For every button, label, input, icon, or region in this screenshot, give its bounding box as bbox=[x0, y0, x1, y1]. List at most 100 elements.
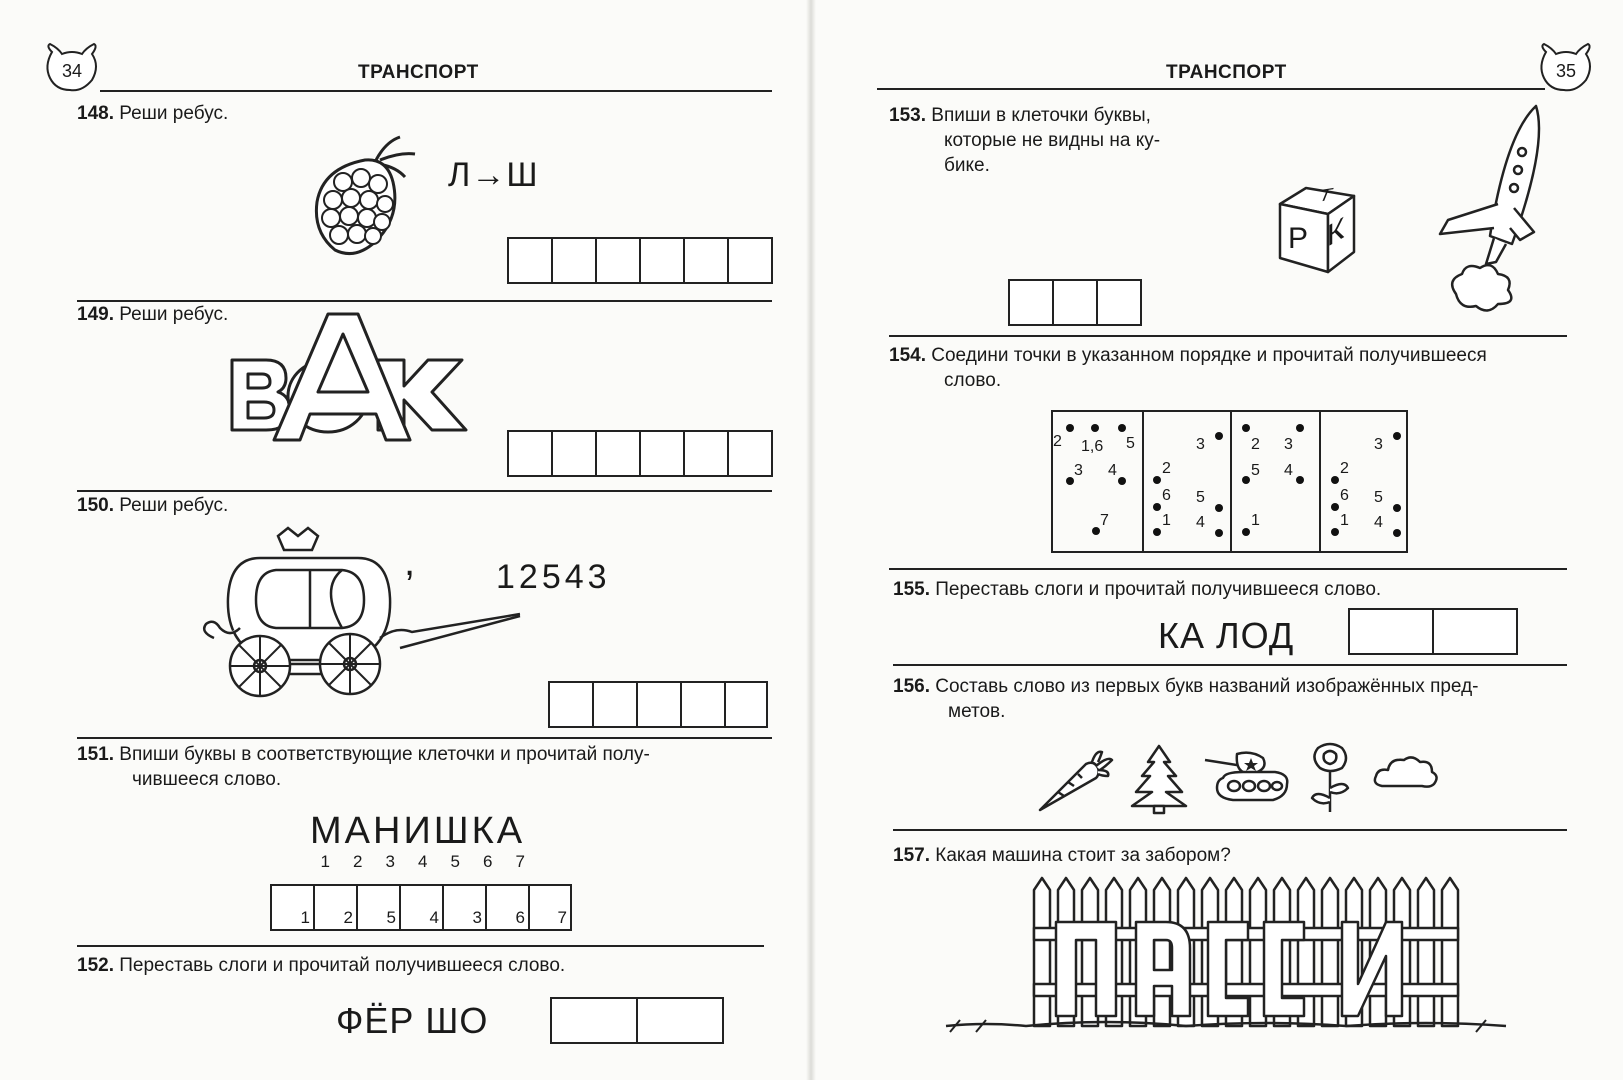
cell-number: 6 bbox=[515, 908, 525, 927]
cell-number: 3 bbox=[472, 908, 482, 927]
answer-cell[interactable] bbox=[641, 432, 685, 475]
fir-tree-icon bbox=[1130, 744, 1188, 815]
answer-cell[interactable] bbox=[552, 999, 638, 1042]
rocket-icon bbox=[1438, 104, 1541, 312]
answer-cells-149[interactable] bbox=[507, 430, 773, 477]
answer-cell[interactable] bbox=[594, 683, 638, 726]
digit-label: 6 bbox=[483, 852, 493, 871]
dot[interactable] bbox=[1331, 503, 1339, 511]
task-151: 151. Впиши буквы в соответствующие клето… bbox=[77, 742, 650, 792]
dot[interactable] bbox=[1153, 503, 1161, 511]
divider-155 bbox=[893, 664, 1567, 666]
answer-cell[interactable] bbox=[550, 683, 594, 726]
dot[interactable] bbox=[1118, 477, 1126, 485]
answer-cell[interactable] bbox=[726, 683, 766, 726]
answer-cell[interactable] bbox=[553, 239, 597, 282]
cell-number: 2 bbox=[343, 908, 353, 927]
answer-cell[interactable]: 5 bbox=[358, 886, 401, 929]
answer-cells-150[interactable] bbox=[548, 681, 768, 728]
answer-cell[interactable] bbox=[597, 239, 641, 282]
task-153-text-line2: которые не видны на ку- bbox=[944, 130, 1161, 151]
dot[interactable] bbox=[1242, 476, 1250, 484]
task-152: 152. Переставь слоги и прочитай получивш… bbox=[77, 953, 565, 978]
answer-cell[interactable] bbox=[509, 432, 553, 475]
dot[interactable] bbox=[1066, 477, 1074, 485]
answer-cell[interactable] bbox=[1010, 281, 1054, 324]
answer-cells-148[interactable] bbox=[507, 237, 773, 284]
dot[interactable] bbox=[1092, 527, 1100, 535]
task-149-text: Реши ребус. bbox=[119, 304, 229, 325]
dot[interactable] bbox=[1393, 504, 1401, 512]
answer-cell[interactable] bbox=[509, 239, 553, 282]
divider-148 bbox=[77, 300, 772, 302]
dot[interactable] bbox=[1393, 432, 1401, 440]
dot[interactable] bbox=[1242, 528, 1250, 536]
dot[interactable] bbox=[1215, 504, 1223, 512]
dot[interactable] bbox=[1215, 529, 1223, 537]
task-150-number: 150. bbox=[77, 495, 114, 516]
dot[interactable] bbox=[1153, 476, 1161, 484]
dot-label: 5 bbox=[1374, 489, 1383, 506]
answer-cell[interactable] bbox=[638, 999, 722, 1042]
answer-cell[interactable] bbox=[641, 239, 685, 282]
digit-label: 7 bbox=[515, 852, 525, 871]
answer-cell[interactable] bbox=[1054, 281, 1098, 324]
cube-letter-left: Р bbox=[1288, 222, 1309, 255]
answer-cell[interactable] bbox=[682, 683, 726, 726]
answer-cell[interactable] bbox=[553, 432, 597, 475]
divider-151 bbox=[77, 945, 764, 947]
dot[interactable] bbox=[1331, 476, 1339, 484]
answer-cells-153[interactable] bbox=[1008, 279, 1142, 326]
task-153-number: 153. bbox=[889, 105, 926, 126]
carriage-icon bbox=[203, 526, 521, 698]
task-153-text-line1: Впиши в клеточки буквы, bbox=[931, 105, 1151, 126]
dot-label: 1 bbox=[1340, 512, 1349, 529]
dot[interactable] bbox=[1215, 432, 1223, 440]
dot[interactable] bbox=[1153, 528, 1161, 536]
answer-cell[interactable] bbox=[685, 432, 729, 475]
answer-cell[interactable] bbox=[1350, 610, 1434, 653]
answer-cell[interactable] bbox=[597, 432, 641, 475]
dot[interactable] bbox=[1331, 528, 1339, 536]
page-number-badge-right bbox=[1540, 42, 1591, 92]
answer-cell[interactable] bbox=[685, 239, 729, 282]
answer-cell[interactable]: 3 bbox=[444, 886, 487, 929]
answer-cell[interactable] bbox=[1434, 610, 1516, 653]
dot[interactable] bbox=[1242, 424, 1250, 432]
dot-label: 3 bbox=[1374, 436, 1383, 453]
dot-label: 6 bbox=[1162, 487, 1171, 504]
page-number-badge-left bbox=[46, 42, 97, 92]
page-number-right: 35 bbox=[1555, 61, 1577, 81]
dot-label: 2 bbox=[1251, 436, 1260, 453]
dot[interactable] bbox=[1091, 424, 1099, 432]
dot[interactable] bbox=[1296, 476, 1304, 484]
answer-cell[interactable]: 2 bbox=[315, 886, 358, 929]
task-148: 148. Реши ребус. bbox=[77, 101, 228, 126]
answer-cell[interactable] bbox=[638, 683, 682, 726]
dot[interactable] bbox=[1118, 424, 1126, 432]
dot[interactable] bbox=[1066, 424, 1074, 432]
divider-154 bbox=[889, 568, 1567, 570]
dot[interactable] bbox=[1393, 529, 1401, 537]
task-150: 150. Реши ребус. bbox=[77, 493, 228, 518]
answer-cell[interactable] bbox=[729, 432, 771, 475]
answer-cell[interactable]: 6 bbox=[487, 886, 530, 929]
rebus-150-comma: , bbox=[404, 540, 417, 584]
dot[interactable] bbox=[1296, 424, 1304, 432]
answer-cell[interactable] bbox=[1098, 281, 1140, 324]
digit-label: 1 bbox=[320, 852, 330, 871]
task-157-text: Какая машина стоит за забором? bbox=[935, 845, 1231, 866]
divider-153 bbox=[889, 335, 1567, 337]
answer-cell[interactable]: 7 bbox=[530, 886, 570, 929]
answer-cell[interactable] bbox=[729, 239, 771, 282]
task-150-text: Реши ребус. bbox=[119, 495, 229, 516]
answer-cells-152[interactable] bbox=[550, 997, 724, 1044]
answer-cell[interactable]: 4 bbox=[401, 886, 444, 929]
digit-label: 5 bbox=[450, 852, 460, 871]
task-154: 154. Соедини точки в указанном порядке и… bbox=[889, 343, 1487, 393]
answer-cells-151[interactable]: 1 2 5 4 3 6 7 bbox=[270, 884, 572, 931]
digit-label: 2 bbox=[353, 852, 363, 871]
answer-cells-155[interactable] bbox=[1348, 608, 1518, 655]
answer-cell[interactable]: 1 bbox=[272, 886, 315, 929]
